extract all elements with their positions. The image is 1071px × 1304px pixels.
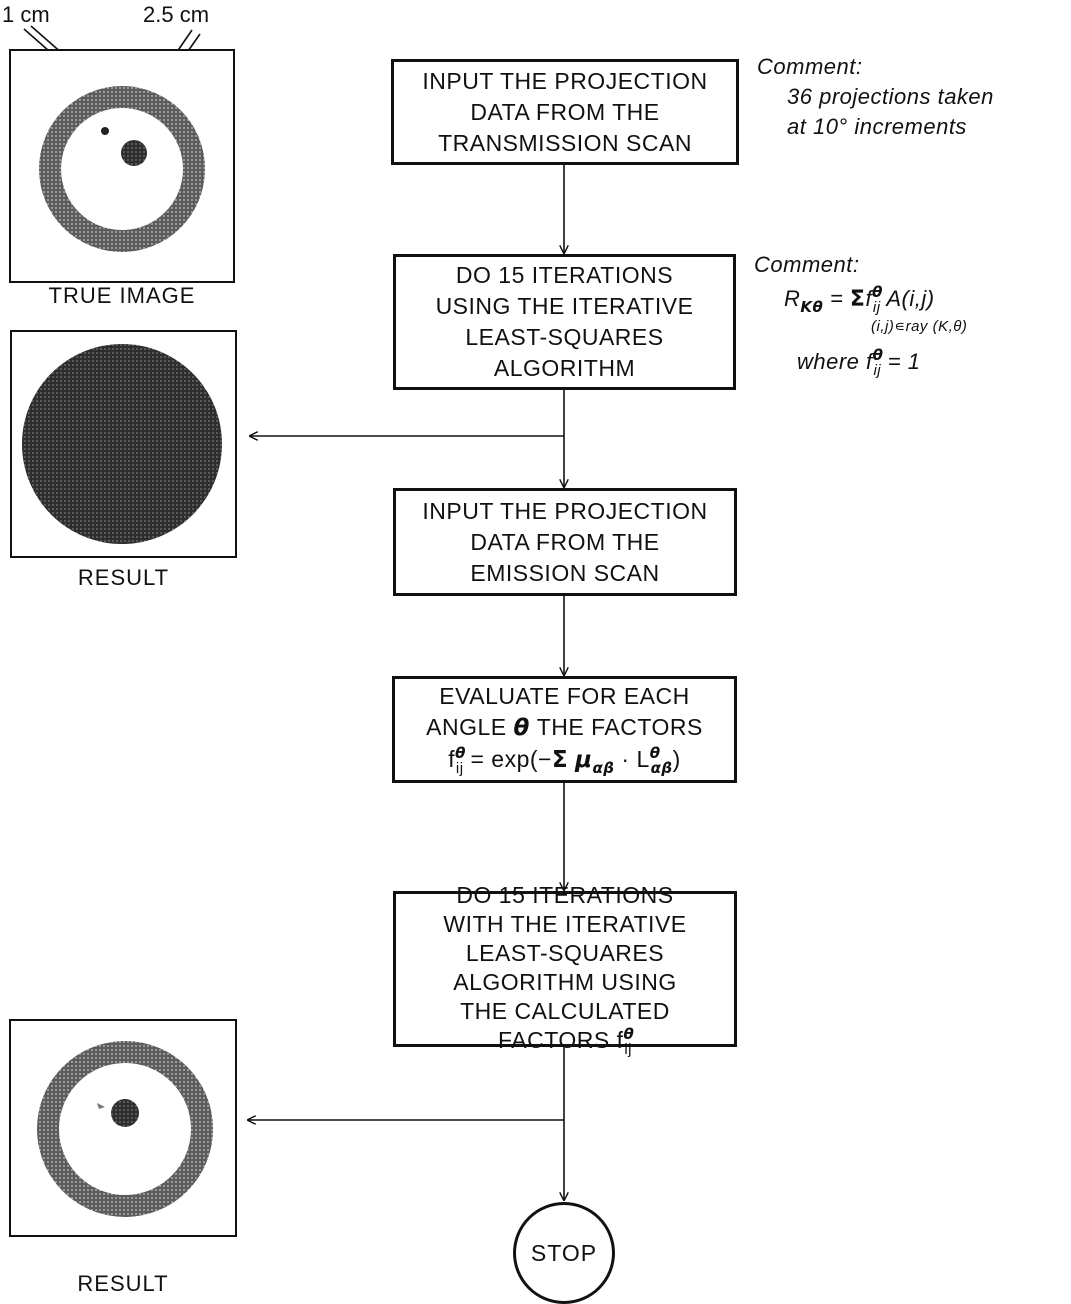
comment-projections: Comment: 36 projections taken at 10° inc… — [757, 54, 994, 139]
true-image-panel — [9, 49, 235, 283]
projection-equation: RKθ = Σfθij A(i,j) — [784, 283, 935, 316]
step-input-transmission: INPUT THE PROJECTION DATA FROM THE TRANS… — [391, 59, 739, 165]
final-result-caption: RESULT — [77, 1271, 169, 1296]
label-2-5cm: 2.5 cm — [143, 2, 210, 27]
first-result-panel — [10, 330, 237, 558]
true-image-caption: TRUE IMAGE — [48, 283, 196, 308]
step-iterate-first: DO 15 ITERATIONS USING THE ITERATIVE LEA… — [393, 254, 736, 390]
step-iterate-final: DO 15 ITERATIONS WITH THE ITERATIVE LEAS… — [393, 882, 737, 1058]
step-evaluate-factors: EVALUATE FOR EACH ANGLE θ THE FACTORS fθ… — [392, 676, 737, 783]
comment-equation: Comment: RKθ = Σfθij A(i,j) (i,j)∊ray (K… — [754, 250, 1064, 380]
step-input-emission: INPUT THE PROJECTION DATA FROM THE EMISS… — [393, 488, 737, 596]
factor-formula: fθij = exp(−Σ μαβ · Lθαβ) — [448, 744, 681, 777]
first-result-caption: RESULT — [77, 565, 170, 590]
stop-terminal: STOP — [513, 1202, 615, 1304]
final-result-panel — [9, 1019, 237, 1237]
label-1cm: 1 cm — [2, 2, 50, 27]
